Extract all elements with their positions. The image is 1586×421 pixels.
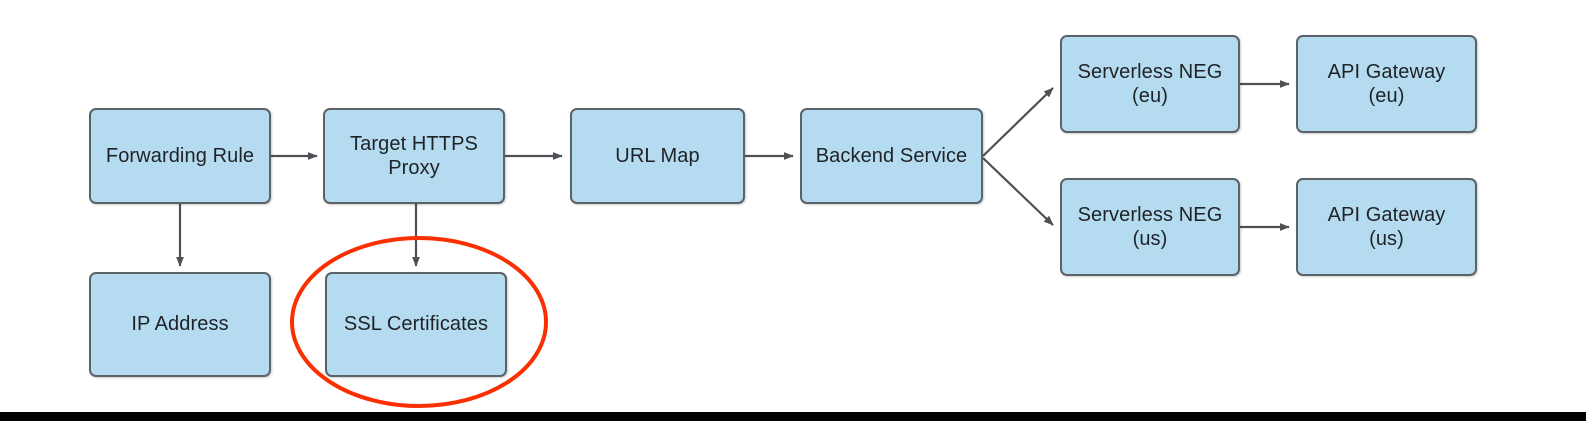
node-api-gateway-eu-label: API Gateway (eu) — [1327, 60, 1446, 107]
node-serverless-neg-us[interactable]: Serverless NEG (us) — [1060, 178, 1240, 276]
node-backend-service-label: Backend Service — [815, 144, 968, 167]
node-serverless-neg-eu[interactable]: Serverless NEG (eu) — [1060, 35, 1240, 133]
node-api-gateway-us-label: API Gateway (us) — [1327, 203, 1446, 250]
node-ip-address-label: IP Address — [131, 313, 229, 336]
node-serverless-neg-eu-label: Serverless NEG (eu) — [1077, 60, 1223, 107]
node-backend-service[interactable]: Backend Service — [800, 108, 983, 204]
node-ssl-certificates-label: SSL Certificates — [343, 313, 489, 336]
node-ip-address[interactable]: IP Address — [89, 272, 271, 377]
node-forwarding-rule-label: Forwarding Rule — [105, 144, 255, 167]
edge-backend-service-to-serverless-neg-eu — [982, 87, 1054, 157]
node-serverless-neg-us-label: Serverless NEG (us) — [1077, 203, 1223, 250]
bottom-edge-bar — [0, 412, 1586, 421]
node-target-https-proxy-label: Target HTTPS Proxy — [350, 132, 478, 179]
ssl-highlight-ellipse — [290, 236, 548, 408]
node-url-map-label: URL Map — [615, 144, 700, 167]
node-api-gateway-eu[interactable]: API Gateway (eu) — [1296, 35, 1477, 133]
node-forwarding-rule[interactable]: Forwarding Rule — [89, 108, 271, 204]
edge-backend-service-to-serverless-neg-us — [982, 157, 1054, 226]
node-url-map[interactable]: URL Map — [570, 108, 745, 204]
node-ssl-certificates[interactable]: SSL Certificates — [325, 272, 507, 377]
node-api-gateway-us[interactable]: API Gateway (us) — [1296, 178, 1477, 276]
node-target-https-proxy[interactable]: Target HTTPS Proxy — [323, 108, 505, 204]
